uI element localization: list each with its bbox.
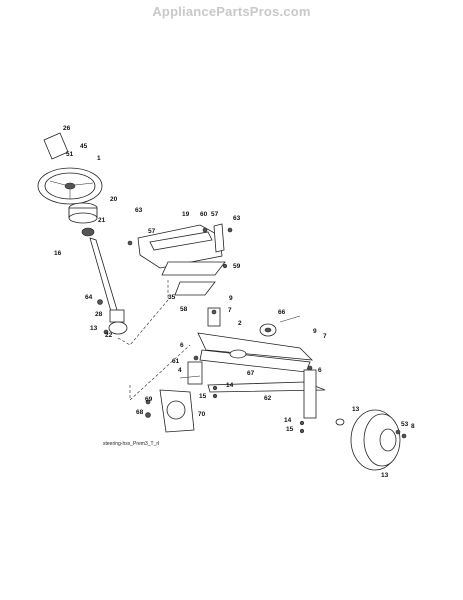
part-number-label: 13: [381, 472, 389, 479]
spindle-right: [303, 365, 317, 419]
part-number-label: 9: [313, 328, 317, 335]
drag-link: [207, 381, 326, 393]
part-number-label: 28: [95, 311, 103, 318]
shaft-lower-assembly: [97, 299, 128, 335]
part-number-label: 69: [145, 396, 153, 403]
axle-bushing: [259, 315, 301, 337]
upper-bracket: [127, 223, 233, 269]
steering-bushing: [68, 202, 98, 224]
part-number-label: 1: [97, 155, 101, 162]
part-number-label: 70: [198, 411, 206, 418]
part-number-label: 63: [233, 215, 241, 222]
part-number-label: 13: [352, 406, 360, 413]
part-number-label: 2: [238, 320, 242, 327]
part-number-label: 19: [182, 211, 190, 218]
part-number-label: 6: [318, 367, 322, 374]
pivot-hardware: [212, 385, 218, 399]
sector-gear: [174, 281, 216, 296]
steering-wheel: [37, 167, 103, 205]
part-number-label: 6: [180, 342, 184, 349]
part-number-label: 26: [63, 125, 71, 132]
front-wheel: [350, 409, 407, 471]
part-number-label: 68: [136, 409, 144, 416]
part-number-label: 64: [85, 294, 93, 301]
part-number-label: 58: [180, 306, 188, 313]
part-number-label: 63: [135, 207, 143, 214]
steering-shaft: [89, 237, 121, 323]
part-number-label: 60: [200, 211, 208, 218]
part-number-label: 14: [284, 417, 292, 424]
part-number-label: 59: [233, 263, 241, 270]
part-number-label: 62: [264, 395, 272, 402]
part-number-label: 22: [105, 332, 113, 339]
spindle-hardware: [299, 418, 345, 434]
part-number-label: 57: [148, 228, 156, 235]
diagram-caption: steering-hsx_Prem3_T_rl: [103, 441, 159, 447]
part-number-label: 15: [286, 426, 294, 433]
part-number-label: 66: [278, 309, 286, 316]
front-axle: [197, 332, 314, 373]
steering-gear: [81, 227, 95, 237]
watermark: AppliancePartsPros.com: [152, 4, 311, 19]
part-number-label: 57: [211, 211, 219, 218]
part-number-label: 21: [98, 217, 106, 224]
part-number-label: 67: [247, 370, 255, 377]
part-number-label: 14: [226, 382, 234, 389]
part-number-label: 20: [110, 196, 118, 203]
part-number-label: 15: [199, 393, 207, 400]
part-number-label: 51: [66, 151, 74, 158]
part-number-label: 16: [54, 250, 62, 257]
part-number-label: 7: [228, 307, 232, 314]
part-number-label: 45: [80, 143, 88, 150]
part-number-label: 13: [90, 325, 98, 332]
part-number-label: 9: [229, 295, 233, 302]
part-number-label: 35: [168, 294, 176, 301]
part-number-label: 7: [323, 333, 327, 340]
idler-plate: [145, 389, 195, 433]
pivot-assembly: [207, 307, 221, 327]
part-number-label: 61: [172, 358, 180, 365]
spindle-left: [179, 355, 203, 385]
steering-cap: [43, 132, 69, 160]
part-number-label: 8: [411, 423, 415, 430]
part-number-label: 53: [401, 421, 409, 428]
gear-plate: [161, 261, 228, 276]
part-number-label: 4: [178, 367, 182, 374]
